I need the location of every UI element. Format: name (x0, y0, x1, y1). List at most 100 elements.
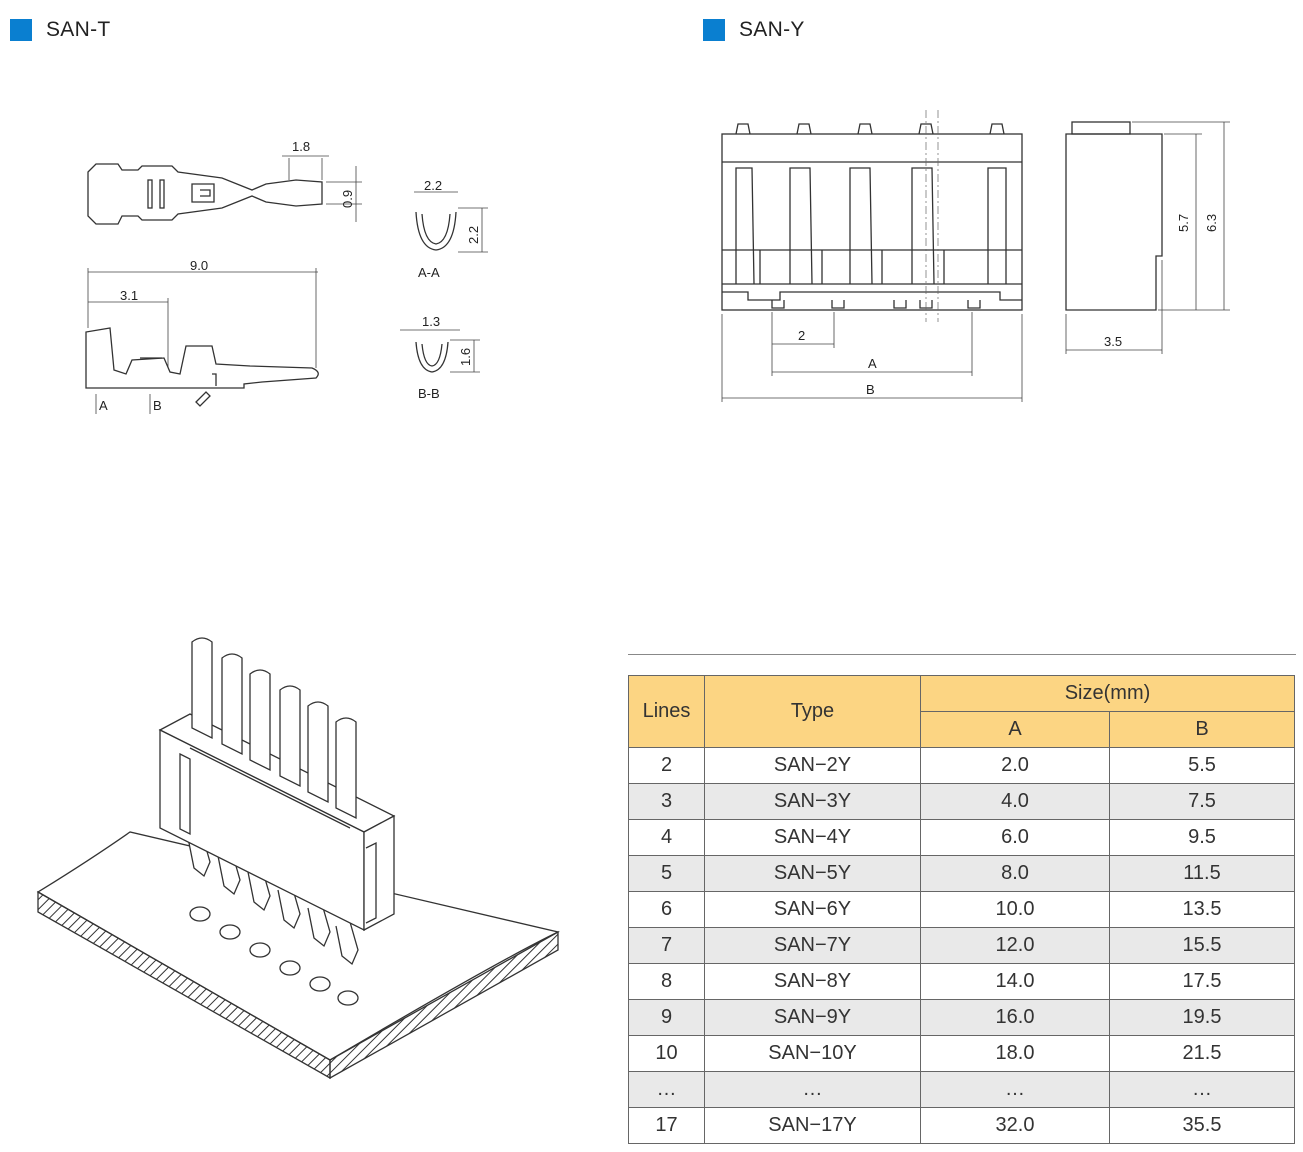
cell-b: 35.5 (1109, 1107, 1295, 1144)
cell-a: 16.0 (920, 999, 1110, 1036)
pcb-holes (189, 906, 359, 1006)
section-a-marker: A (99, 398, 108, 413)
cell-lines: 2 (628, 747, 705, 784)
section-b-b-label: B-B (418, 386, 440, 401)
section-b-b: 1.3 1.6 B-B (400, 314, 480, 401)
header-a: A (920, 711, 1110, 748)
table-row: ………… (628, 1071, 1295, 1108)
header-size: Size(mm) (920, 675, 1295, 712)
terminal-top-view: 1.8 0.9 (87, 139, 362, 225)
dim-0-9-label: 0.9 (340, 190, 355, 208)
housing-front-view: 2 A B (721, 110, 1023, 402)
cell-type: SAN−8Y (704, 963, 921, 1000)
cell-lines: 3 (628, 783, 705, 820)
cell-a: 2.0 (920, 747, 1110, 784)
connector-pins-top (191, 637, 357, 820)
cell-a: 32.0 (920, 1107, 1110, 1144)
dim-bb-width-label: 1.3 (422, 314, 440, 329)
san-y-title: SAN-Y (739, 18, 805, 41)
dim-9-0-label: 9.0 (190, 258, 208, 273)
cell-b: 13.5 (1109, 891, 1295, 928)
cell-lines: 9 (628, 999, 705, 1036)
dim-aa-height-label: 2.2 (466, 226, 481, 244)
cell-b: 11.5 (1109, 855, 1295, 892)
cell-a: … (920, 1071, 1110, 1108)
dim-3-1-label: 3.1 (120, 288, 138, 303)
cell-type: SAN−9Y (704, 999, 921, 1036)
cell-type: SAN−4Y (704, 819, 921, 856)
table-header-row: Lines Type Size(mm) (628, 675, 1295, 748)
section-b-marker: B (153, 398, 162, 413)
cell-type: SAN−5Y (704, 855, 921, 892)
cell-type: SAN−3Y (704, 783, 921, 820)
cell-a: 4.0 (920, 783, 1110, 820)
cell-b: 5.5 (1109, 747, 1295, 784)
square-bullet-icon (703, 19, 725, 41)
cell-lines: 17 (628, 1107, 705, 1144)
table-top-rule (628, 654, 1296, 655)
cell-a: 18.0 (920, 1035, 1110, 1072)
cell-type: … (704, 1071, 921, 1108)
housing-slots (722, 167, 1022, 285)
san-t-terminal-drawing: 1.8 0.9 9.0 3.1 A B 2.2 2.2 A-A (85, 139, 488, 414)
dim-b-label: B (866, 382, 875, 397)
section-a-a: 2.2 2.2 A-A (414, 178, 488, 280)
cell-type: SAN−7Y (704, 927, 921, 964)
connector-isometric-illustration (36, 637, 560, 1080)
dim-5-7-label: 5.7 (1176, 214, 1191, 232)
cell-b: … (1109, 1071, 1295, 1108)
cell-b: 15.5 (1109, 927, 1295, 964)
cell-b: 19.5 (1109, 999, 1295, 1036)
housing-side-view: 5.7 6.3 3.5 (1065, 121, 1230, 354)
dim-6-3-label: 6.3 (1204, 214, 1219, 232)
dim-bb-height-label: 1.6 (458, 348, 473, 366)
square-bullet-icon (10, 19, 32, 41)
san-t-heading: SAN-T (10, 18, 111, 42)
cell-lines: 10 (628, 1035, 705, 1072)
header-type: Type (704, 675, 921, 748)
cell-type: SAN−17Y (704, 1107, 921, 1144)
cell-b: 9.5 (1109, 819, 1295, 856)
cell-lines: … (628, 1071, 705, 1108)
terminal-side-view: 9.0 3.1 A B (85, 258, 319, 414)
cell-lines: 5 (628, 855, 705, 892)
san-y-housing-drawing: 2 A B 5.7 6.3 3.5 (721, 110, 1230, 402)
cell-lines: 8 (628, 963, 705, 1000)
pcb-board (36, 831, 560, 1080)
header-lines: Lines (628, 675, 705, 748)
dim-pitch-label: 2 (798, 328, 805, 343)
san-y-heading: SAN-Y (703, 18, 805, 42)
san-t-title: SAN-T (46, 18, 111, 41)
section-a-a-label: A-A (418, 265, 440, 280)
dim-1-8-label: 1.8 (292, 139, 310, 154)
cell-type: SAN−2Y (704, 747, 921, 784)
dim-a-label: A (868, 356, 877, 371)
cell-type: SAN−10Y (704, 1035, 921, 1072)
cell-b: 21.5 (1109, 1035, 1295, 1072)
cell-a: 14.0 (920, 963, 1110, 1000)
cell-b: 17.5 (1109, 963, 1295, 1000)
cell-a: 6.0 (920, 819, 1110, 856)
dim-3-5-label: 3.5 (1104, 334, 1122, 349)
cell-lines: 6 (628, 891, 705, 928)
cell-lines: 4 (628, 819, 705, 856)
cell-b: 7.5 (1109, 783, 1295, 820)
header-b: B (1109, 711, 1295, 748)
table-subheader-row: A B (629, 711, 1295, 748)
cell-type: SAN−6Y (704, 891, 921, 928)
cell-a: 10.0 (920, 891, 1110, 928)
cell-a: 8.0 (920, 855, 1110, 892)
cell-lines: 7 (628, 927, 705, 964)
